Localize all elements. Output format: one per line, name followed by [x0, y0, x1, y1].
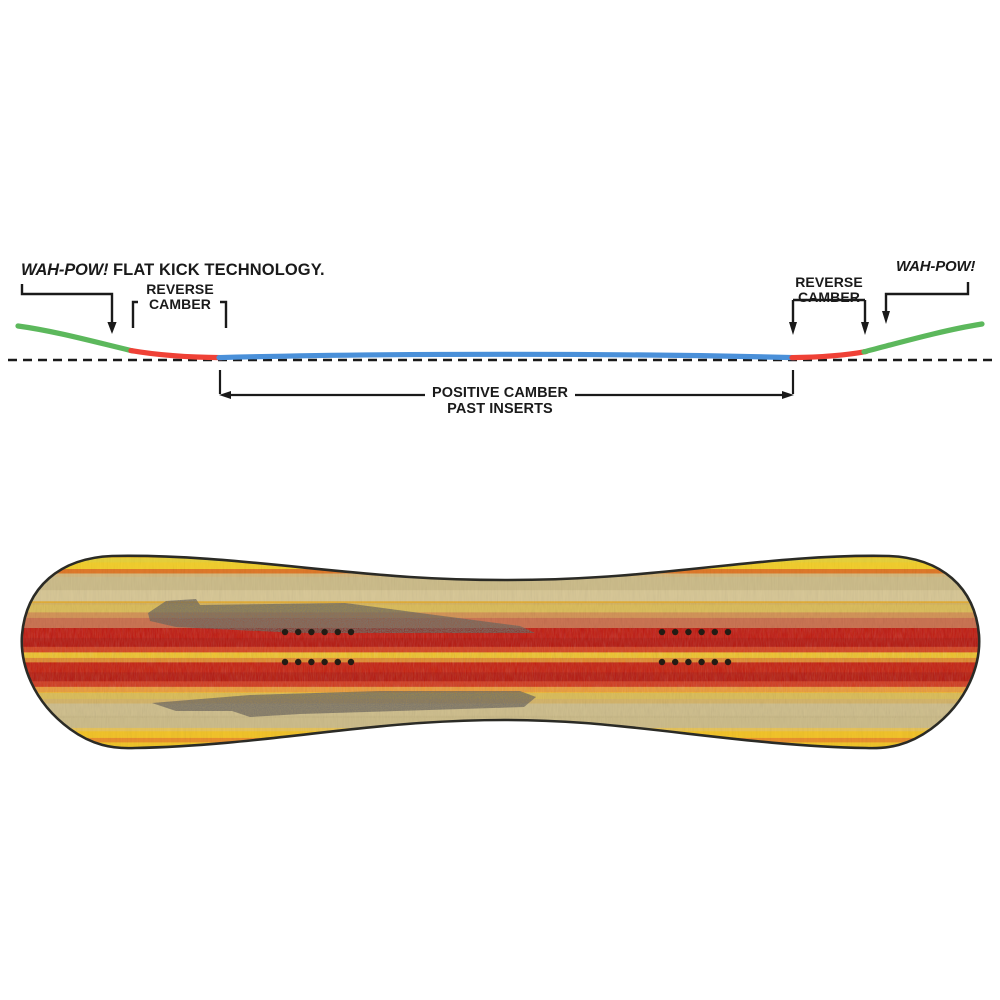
board-stripe [21, 686, 980, 694]
board-stripe [21, 672, 980, 683]
board-stripe [21, 681, 980, 688]
binding-insert [711, 658, 718, 666]
binding-insert [685, 658, 692, 666]
label-positive-camber: POSITIVE CAMBER PAST INSERTS [0, 385, 1000, 417]
profile-positive-camber [216, 351, 797, 361]
binding-insert [711, 628, 718, 636]
binding-insert [281, 628, 289, 636]
texture-patch-top [148, 599, 535, 633]
label-reverse-camber-right-line2: CAMBER [797, 288, 861, 305]
binding-insert [724, 658, 732, 666]
binding-insert [698, 658, 705, 666]
label-wahpow-right: WAH-POW! [896, 258, 976, 275]
binding-insert [281, 658, 289, 666]
arrowhead-reverse-camber-right-2 [861, 322, 869, 335]
leader-wahpow-left [20, 284, 114, 324]
binding-insert [347, 628, 355, 636]
label-positive-camber-line2: PAST INSERTS [447, 400, 553, 417]
arrowhead-reverse-camber-right-1 [789, 322, 797, 335]
dimension-positive-camber [218, 370, 795, 397]
board-stripe [21, 576, 980, 591]
binding-insert [698, 628, 705, 636]
leader-wahpow-right [884, 282, 970, 312]
label-positive-camber-line1: POSITIVE CAMBER [424, 385, 576, 402]
arrowhead-wahpow-right [882, 311, 890, 324]
binding-insert [672, 628, 679, 636]
profile-left-tip-kick [15, 323, 136, 354]
title-rest: FLAT KICK TECHNOLOGY. [108, 261, 325, 279]
label-reverse-camber-right-line1: REVERSE [795, 274, 863, 290]
binding-insert [321, 628, 328, 636]
camber-profile-diagram [0, 230, 1000, 430]
binding-insert [334, 658, 341, 666]
binding-insert [295, 658, 302, 666]
arrowhead-wahpow-left [107, 322, 117, 334]
title-emphasis: WAH-POW! [21, 261, 109, 279]
board-stripe [21, 662, 980, 674]
label-reverse-camber-right: REVERSE CAMBER [786, 275, 872, 305]
arrowhead-positive-camber-left [219, 391, 231, 399]
binding-inserts [281, 628, 732, 666]
profile-right-reverse-camber [789, 349, 869, 361]
profile-left-reverse-camber [128, 348, 224, 361]
binding-insert [347, 658, 355, 666]
binding-insert [658, 628, 666, 636]
label-reverse-camber-left: REVERSE CAMBER [139, 282, 221, 312]
label-reverse-camber-left-line1: REVERSE [146, 281, 214, 297]
profile-right-tip-kick [861, 321, 985, 355]
bracket-reverse-camber-left [131, 300, 228, 328]
board-stripe [21, 590, 980, 603]
board-stripe [21, 657, 980, 664]
texture-patch-bottom [152, 691, 536, 717]
bracket-reverse-camber-right [791, 298, 867, 324]
binding-insert [334, 628, 341, 636]
binding-insert [724, 628, 732, 636]
binding-insert [295, 628, 302, 636]
binding-insert [308, 628, 315, 636]
binding-insert [308, 658, 315, 666]
arrowhead-positive-camber-right [782, 391, 794, 399]
title-flat-kick-technology: WAH-POW! FLAT KICK TECHNOLOGY. [21, 261, 325, 279]
board-stripe [21, 627, 980, 639]
label-reverse-camber-left-line2: CAMBER [148, 295, 212, 312]
board-stripe [21, 637, 980, 648]
board-stripe [21, 646, 980, 654]
binding-insert [672, 658, 679, 666]
binding-insert [321, 658, 328, 666]
snowboard-graphic [0, 525, 1000, 775]
board-stripe [21, 652, 980, 659]
binding-insert [685, 628, 692, 636]
binding-insert [658, 658, 666, 666]
